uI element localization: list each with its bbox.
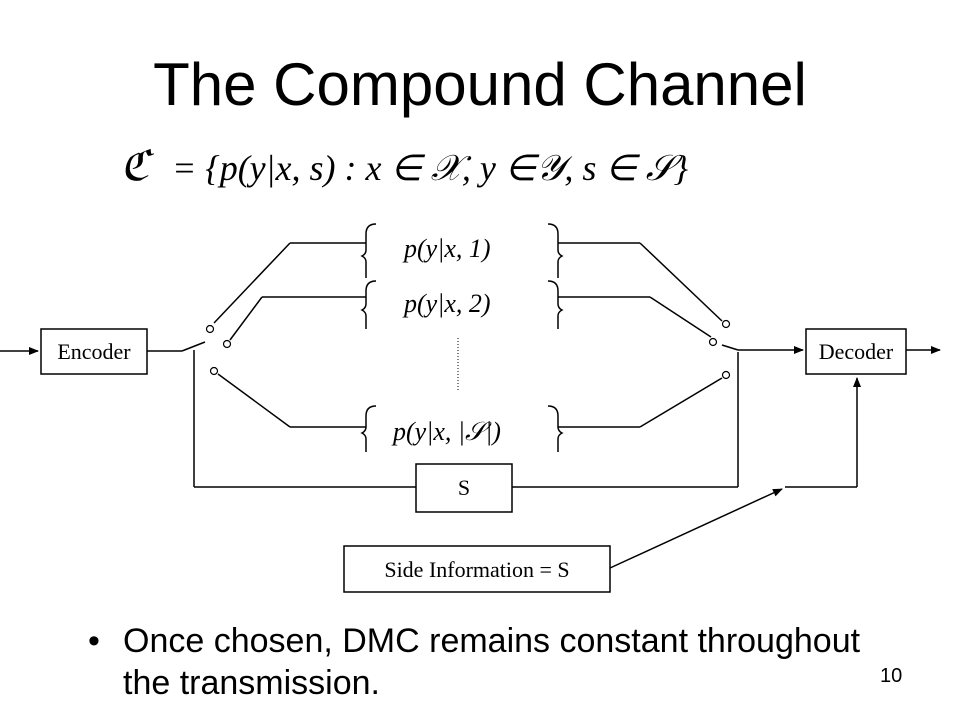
page-number: 10 <box>880 665 903 687</box>
decoder-label: Decoder <box>819 339 894 364</box>
side-info-box <box>343 545 611 593</box>
output-contact-1 <box>721 319 731 329</box>
input-switch <box>181 242 366 428</box>
state-box <box>415 463 513 513</box>
set-definition: = {p(y|x, s) : x ∈ 𝒳, y ∈𝒴, s ∈ 𝒮} <box>172 148 689 188</box>
output-switch-arm <box>721 344 739 351</box>
encoder-box <box>40 328 148 375</box>
input-contact-1 <box>205 324 215 334</box>
side-info-label: Side Information = S <box>384 557 569 582</box>
channel-1: p(y|x, 1) <box>360 223 564 278</box>
bullet-text: Once chosen, DMC remains constant throug… <box>123 622 861 702</box>
channel-2-label: p(y|x, 2) <box>402 289 491 318</box>
input-contact-last <box>209 366 219 376</box>
channel-2-left-brace <box>360 280 377 329</box>
output-contact-2 <box>708 337 718 347</box>
decoder-box <box>805 328 907 375</box>
channel-last-label: p(y|x, |𝒮|) <box>391 417 501 446</box>
channel-1-left-brace <box>360 223 377 278</box>
state-label: S <box>458 475 470 500</box>
side-info-arrow <box>609 488 783 569</box>
channel-last-left-brace <box>360 405 377 452</box>
input-switch-arm <box>181 341 206 352</box>
channel-1-label: p(y|x, 1) <box>402 234 491 263</box>
channel-last-right-brace <box>547 405 564 452</box>
input-contact-2 <box>222 339 232 349</box>
set-symbol: ℭ <box>120 144 155 190</box>
channel-last: p(y|x, |𝒮|) <box>360 405 564 452</box>
channel-2-right-brace <box>547 280 564 329</box>
slide-title: The Compound Channel <box>153 51 807 118</box>
channel-2: p(y|x, 2) <box>360 280 564 329</box>
channel-1-right-brace <box>547 223 564 278</box>
bullet-marker: • <box>88 622 100 660</box>
output-contact-last <box>721 370 731 380</box>
output-switch <box>558 242 739 428</box>
encoder-label: Encoder <box>57 339 131 364</box>
